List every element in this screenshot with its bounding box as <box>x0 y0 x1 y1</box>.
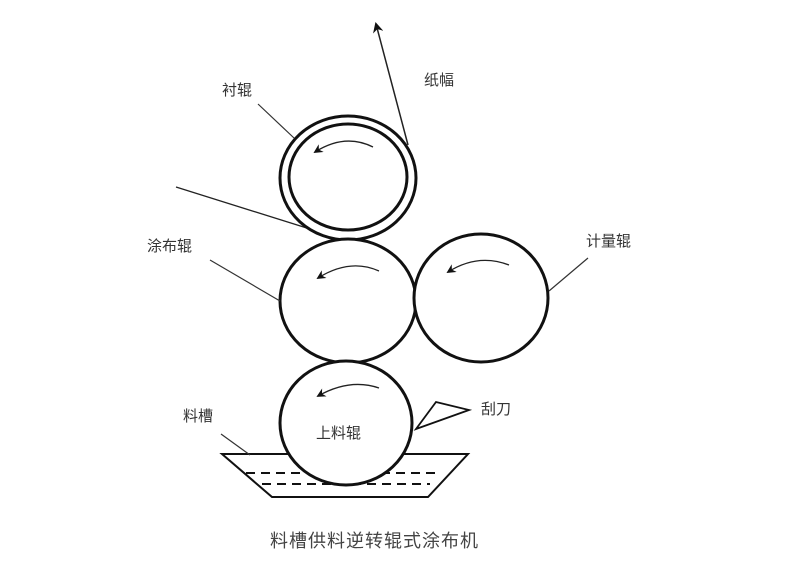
rotation-arrow-icon <box>316 265 380 279</box>
backing-roll <box>278 114 418 242</box>
label-trough: 料槽 <box>183 407 214 425</box>
rotation-arrow-icon <box>313 140 374 153</box>
rotation-arrow-icon <box>446 259 510 273</box>
label-paper-web: 纸幅 <box>424 71 455 89</box>
label-metering-roll: 计量辊 <box>586 232 632 250</box>
diagram-caption: 料槽供料逆转辊式涂布机 <box>270 531 479 552</box>
leader-coating-roll <box>209 259 281 302</box>
doctor-blade <box>413 400 473 431</box>
pickup-roll <box>278 359 414 487</box>
label-doctor-blade: 刮刀 <box>481 400 512 418</box>
leader-backing-roll <box>257 103 295 139</box>
label-backing-roll: 衬辊 <box>222 81 253 99</box>
leader-trough <box>220 433 251 456</box>
label-pickup-roll: 上料辊 <box>316 424 362 442</box>
coating-roll <box>278 237 418 365</box>
paper-web-outgoing <box>373 21 409 146</box>
label-coating-roll: 涂布辊 <box>147 237 193 255</box>
rotation-arrow-icon <box>316 383 380 397</box>
metering-roll <box>412 232 550 364</box>
leader-metering-roll <box>548 257 589 292</box>
